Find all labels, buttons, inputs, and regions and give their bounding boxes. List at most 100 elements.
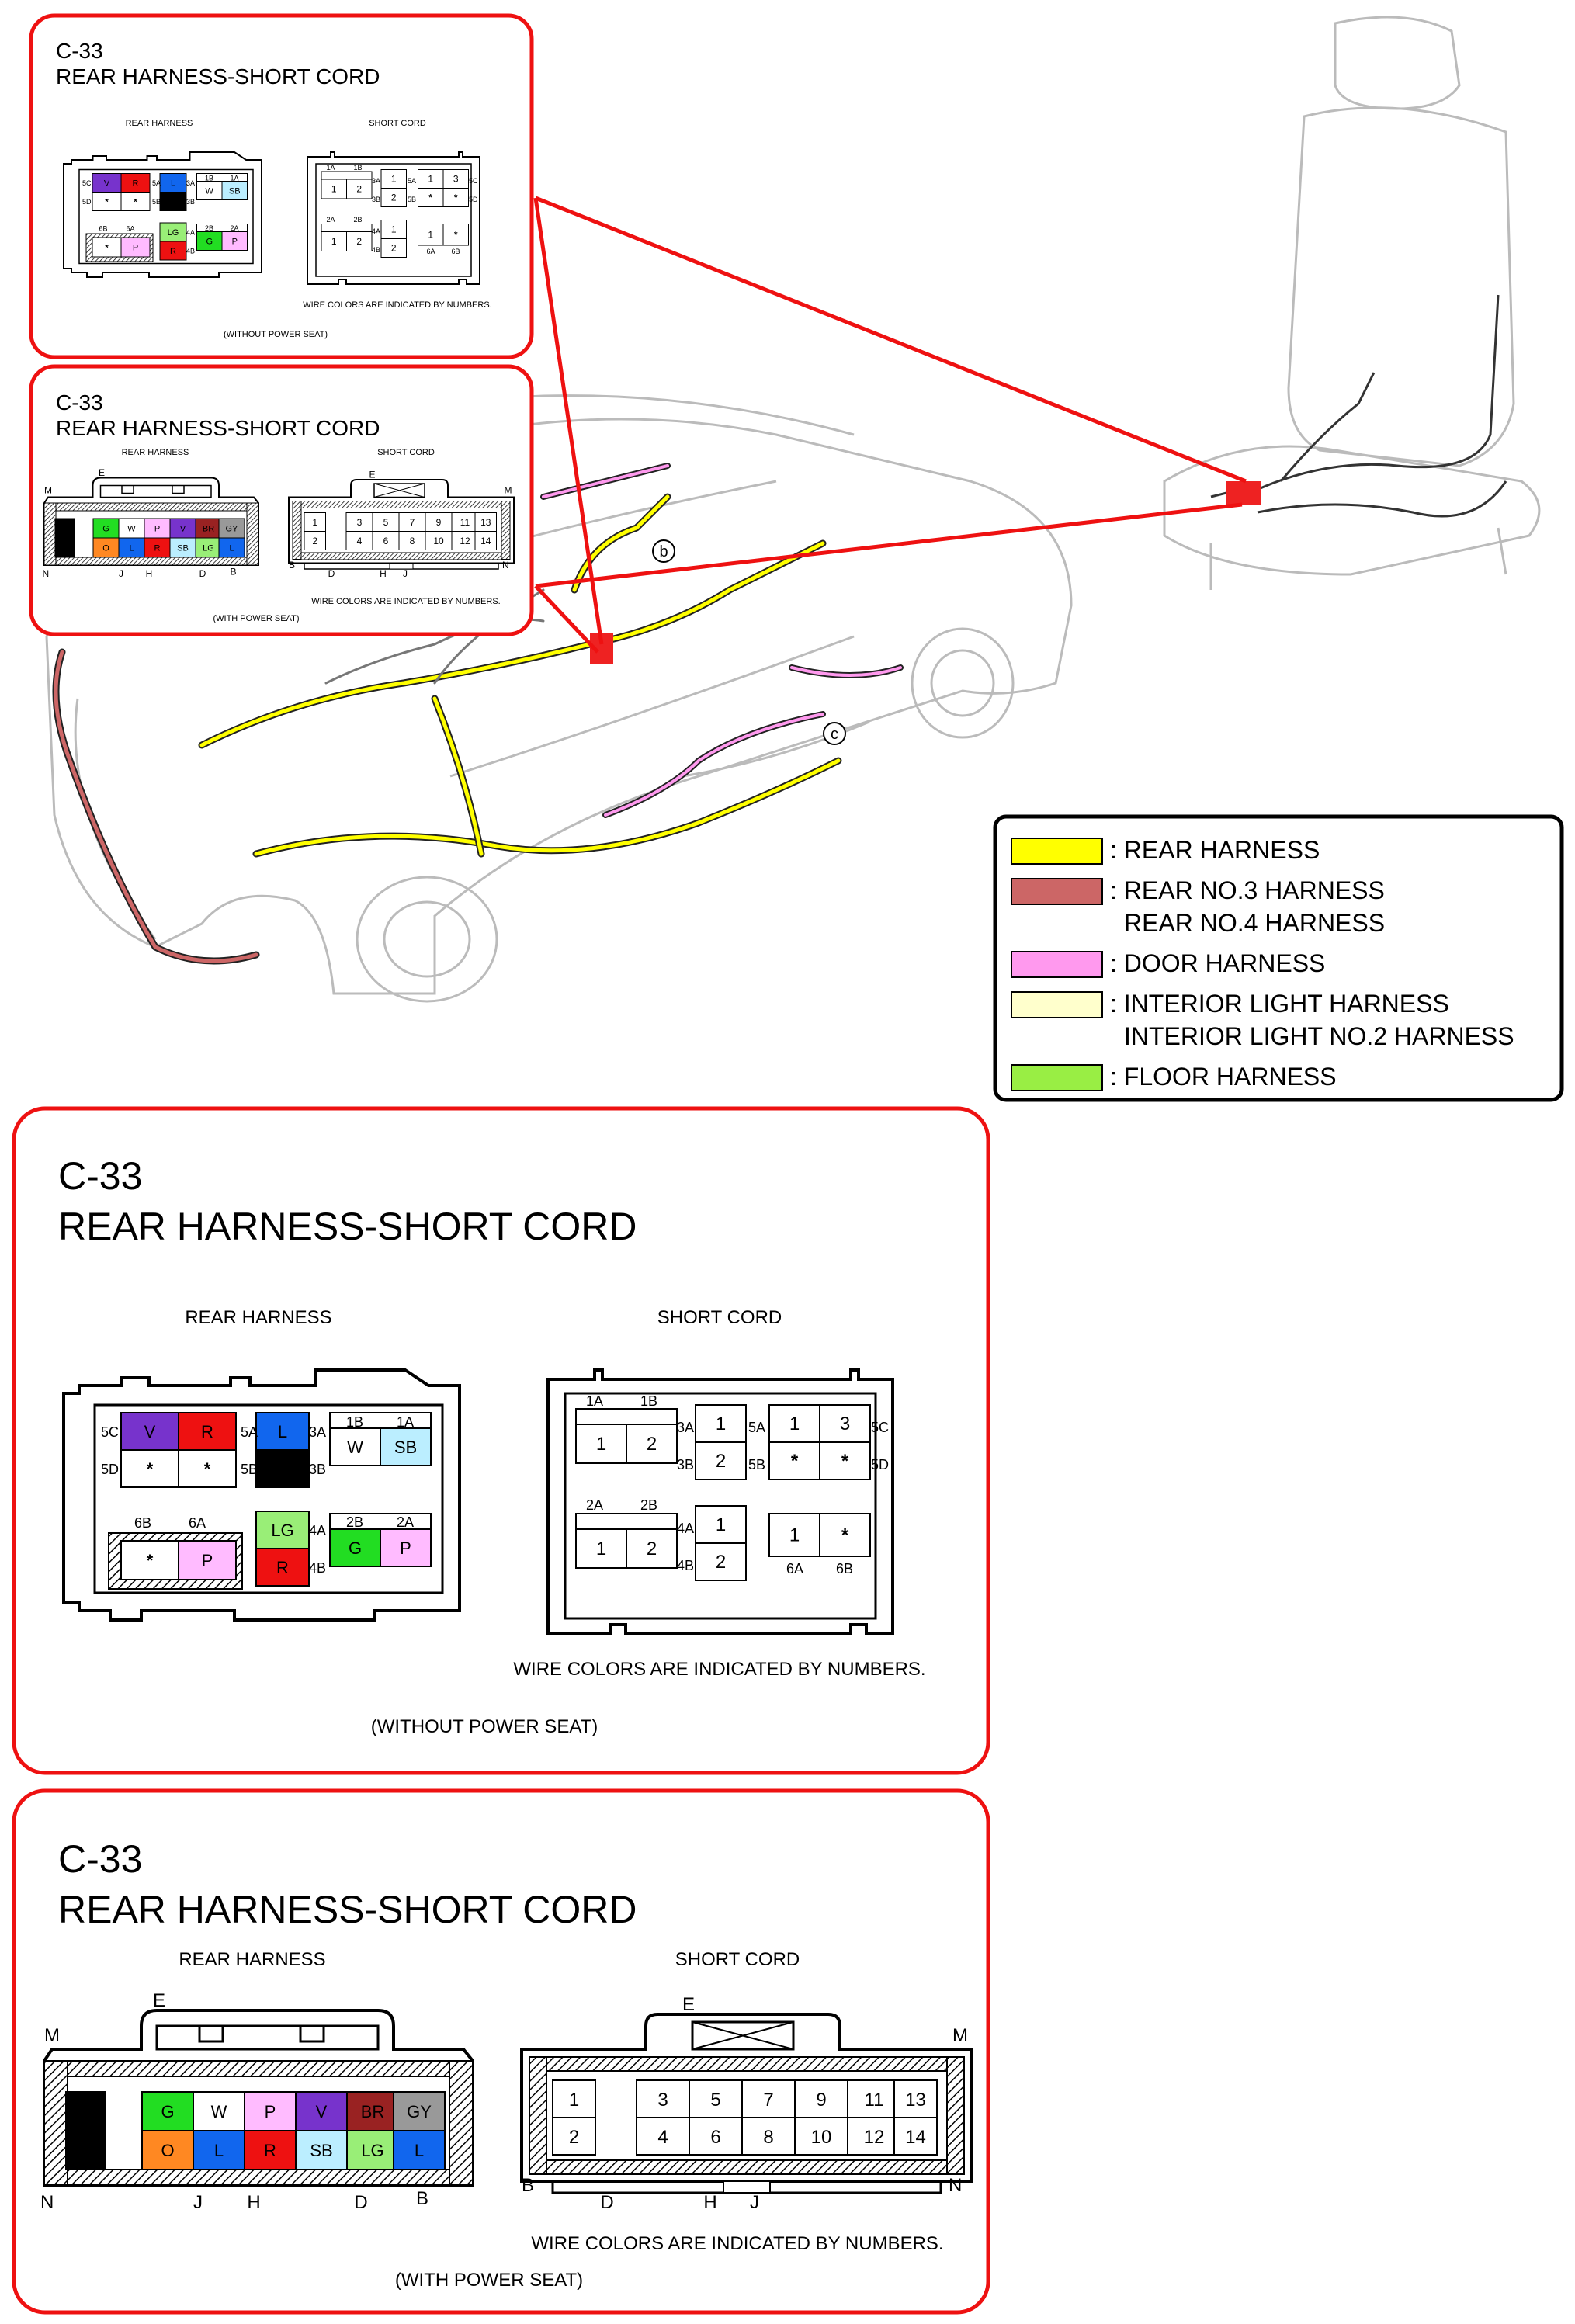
rw-pin-1b-label: W (347, 1438, 363, 1457)
panel-without-power-seat: C-33 REAR HARNESS-SHORT CORD REAR HARNES… (12, 1106, 990, 1775)
callout-c-label: c (831, 726, 838, 743)
sw-5b-label: * (791, 1451, 799, 1472)
panel1-title: REAR HARNESS-SHORT CORD (58, 1205, 637, 1248)
rwp-top-4-label: V (316, 2102, 328, 2121)
thumb2-title: REAR HARNESS-SHORT CORD (56, 416, 380, 440)
short-with-foot-tab (723, 2180, 771, 2194)
sw-lbl-6a: 6A (786, 1561, 803, 1577)
rwp-top-6 (393, 2091, 446, 2131)
rw-pinlabel-7: 1A (397, 1414, 414, 1430)
legend-text-3-1: INTERIOR LIGHT NO.2 HARNESS (1124, 1022, 1514, 1050)
swp-bottom-2-label: 6 (710, 2127, 720, 2148)
seat-connector-marker (1226, 481, 1261, 505)
rw-pin-5b (178, 1449, 237, 1488)
sw-lbl-1a: 1A (586, 1393, 603, 1409)
rw-pinlabel-12: 2B (346, 1514, 363, 1530)
thumb1-rear-connector (63, 151, 262, 278)
sw-6b (819, 1513, 871, 1557)
sw-6a-label: 1 (789, 1525, 800, 1546)
rwp-top-2-label: W (211, 2102, 227, 2121)
legend-text-2-0: : DOOR HARNESS (1110, 949, 1325, 977)
sw-3b (695, 1441, 747, 1480)
rwp-top-3 (244, 2091, 297, 2131)
swp-bottom-6 (893, 2117, 938, 2156)
seat-outline (1163, 16, 1541, 590)
swp-bottom-1 (636, 2117, 690, 2156)
rear-with-hatch-bottom (43, 2169, 474, 2186)
rw-pinlabel-13: 2A (397, 1514, 414, 1530)
legend-swatch-3 (1011, 991, 1103, 1018)
rear-with-hatch-right (449, 2060, 474, 2186)
rw-pinlabel-9: 6A (189, 1515, 206, 1531)
sw-lbl-4a: 4A (677, 1521, 694, 1536)
rw-pin-5a (178, 1412, 237, 1451)
swp-bottom-1-label: 4 (657, 2127, 668, 2148)
rear-without-inner (93, 1403, 444, 1594)
rw-block2-head (329, 1513, 432, 1530)
short-without-inner (564, 1392, 877, 1620)
leader-lines (533, 196, 1247, 654)
thumb2-id: C-33 (56, 390, 103, 415)
thumb2-short-label: SHORT CORD (377, 448, 435, 457)
panel1-variant: (WITHOUT POWER SEAT) (371, 1716, 598, 1737)
sw-5d-label: * (841, 1451, 849, 1472)
rw-pin-4b-label: R (276, 1558, 289, 1577)
swp-bottom-5 (847, 2117, 901, 2156)
panel2-title: REAR HARNESS-SHORT CORD (58, 1888, 637, 1931)
sw-lbl-6b: 6B (836, 1561, 853, 1577)
rw-pin-1b (329, 1427, 381, 1466)
sw-4b-label: 2 (716, 1552, 726, 1573)
rw-pin-2a-label: P (400, 1538, 411, 1558)
rw-pin-5c (120, 1412, 179, 1451)
sw-lbl-2b: 2B (640, 1497, 657, 1513)
sw-1b-label: 2 (647, 1434, 657, 1455)
swp-top-2-label: 5 (710, 2090, 720, 2111)
sw-2a (575, 1528, 627, 1569)
panel2-note: WIRE COLORS ARE INDICATED BY NUMBERS. (531, 2233, 943, 2254)
rw-pin-6a-label: P (202, 1551, 213, 1570)
rw-pinlabel-0: 5C (101, 1424, 119, 1440)
panel2-id: C-33 (58, 1837, 142, 1881)
rw-pin-3b-label: B (277, 1459, 289, 1479)
rw-pin-3b (255, 1449, 310, 1488)
swp-bottom-4 (794, 2117, 848, 2156)
swp-letter-b: B (522, 2175, 534, 2196)
rear-with-latch (155, 2024, 380, 2051)
rwp-bottom-0-label: B (80, 2141, 92, 2160)
rw-pinlabel-10: 4A (309, 1523, 326, 1538)
rw-pin-5b-label: * (204, 1459, 211, 1479)
short-with-hatch-left (529, 2056, 547, 2174)
swp-top-0 (552, 2079, 596, 2118)
sw-2a-label: 1 (596, 1538, 606, 1559)
rwp-letter-b: B (416, 2188, 428, 2209)
sw-1a (575, 1424, 627, 1464)
rw-pinlabel-2: 5A (241, 1424, 258, 1440)
swp-bottom-0 (552, 2117, 596, 2156)
panel2-short-label: SHORT CORD (675, 1949, 800, 1970)
panel-with-power-seat: C-33 REAR HARNESS-SHORT CORD REAR HARNES… (12, 1788, 990, 2315)
thumb1-rear-label: REAR HARNESS (126, 119, 193, 128)
swp-top-4-label: 9 (816, 2090, 826, 2111)
sw-2b-label: 2 (647, 1538, 657, 1559)
rwp-bottom-0 (65, 2130, 106, 2170)
rw-pinlabel-6: 1B (346, 1414, 363, 1430)
rwp-bottom-5-label: LG (361, 2141, 383, 2160)
rwp-letter-n: N (40, 2192, 54, 2213)
rwp-bottom-6-label: L (415, 2141, 424, 2160)
callout-b: b (652, 539, 675, 563)
panel1-note: WIRE COLORS ARE INDICATED BY NUMBERS. (513, 1659, 925, 1680)
panel1-id: C-33 (58, 1154, 142, 1198)
short-with-hatch-top (529, 2056, 965, 2072)
legend-text-4-0: : FLOOR HARNESS (1110, 1063, 1337, 1091)
swp-top-2 (689, 2079, 743, 2118)
swp-bottom-3-label: 8 (763, 2127, 773, 2148)
rwp-bottom-6 (393, 2130, 446, 2170)
sw-6b-label: * (841, 1525, 849, 1546)
rwp-letter-m: M (44, 2025, 60, 2046)
sw-b1-head (575, 1408, 678, 1425)
rwp-top-1-label: G (161, 2102, 174, 2121)
sw-lbl-4b: 4B (677, 1558, 694, 1573)
rw-pin-6a (178, 1540, 237, 1580)
